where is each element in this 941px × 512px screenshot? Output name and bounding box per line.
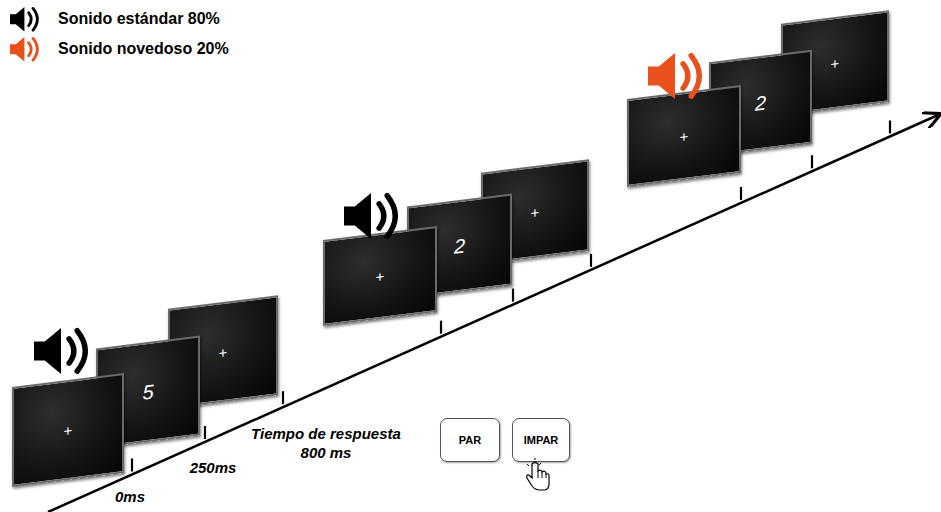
stimulus-text: 2 [454, 234, 465, 258]
hand-cursor [527, 458, 549, 490]
legend-speaker-swatch [8, 36, 50, 62]
response-button: PAR [440, 418, 500, 462]
stimulus-text: + [64, 421, 73, 439]
legend-entry: Sonido novedoso 20% [8, 36, 229, 62]
tick-mark [740, 187, 742, 200]
speaker-icon [648, 53, 699, 99]
stimulus-text: + [219, 343, 228, 361]
stimulus-text: 2 [755, 91, 766, 115]
button-label: PAR [459, 434, 481, 446]
tick-mark [131, 459, 133, 472]
tick-mark [811, 155, 813, 168]
stimulus-text: + [531, 203, 540, 221]
tick-mark [204, 426, 206, 439]
speaker-icon [34, 328, 85, 374]
legend-text: Sonido novedoso 20% [58, 40, 229, 58]
legend-entry: Sonido estándar 80% [8, 6, 220, 32]
legend-text: Sonido estándar 80% [58, 10, 220, 28]
stimulus-text: 5 [142, 380, 153, 404]
tick-mark [512, 289, 514, 302]
display-screen: + [627, 85, 741, 187]
time-arrow [48, 115, 938, 512]
time-label: 0ms [100, 487, 160, 506]
button-label: IMPAR [524, 434, 559, 446]
response-button: IMPAR [512, 418, 570, 462]
stimulus-text: + [680, 127, 689, 145]
display-screen: + [12, 373, 124, 487]
display-screen: + [323, 226, 437, 326]
tick-mark [590, 254, 592, 267]
tick-mark [889, 120, 891, 133]
tick-mark [282, 391, 284, 404]
stimulus-text: + [376, 267, 385, 285]
response-time-label: Tiempo de respuesta 800 ms [240, 424, 412, 462]
speaker-icon [344, 193, 395, 239]
time-label: 250ms [178, 458, 248, 477]
stimulus-text: + [831, 54, 840, 72]
tick-mark [440, 321, 442, 334]
legend-speaker-swatch [8, 6, 50, 32]
tick-marks [132, 120, 890, 471]
